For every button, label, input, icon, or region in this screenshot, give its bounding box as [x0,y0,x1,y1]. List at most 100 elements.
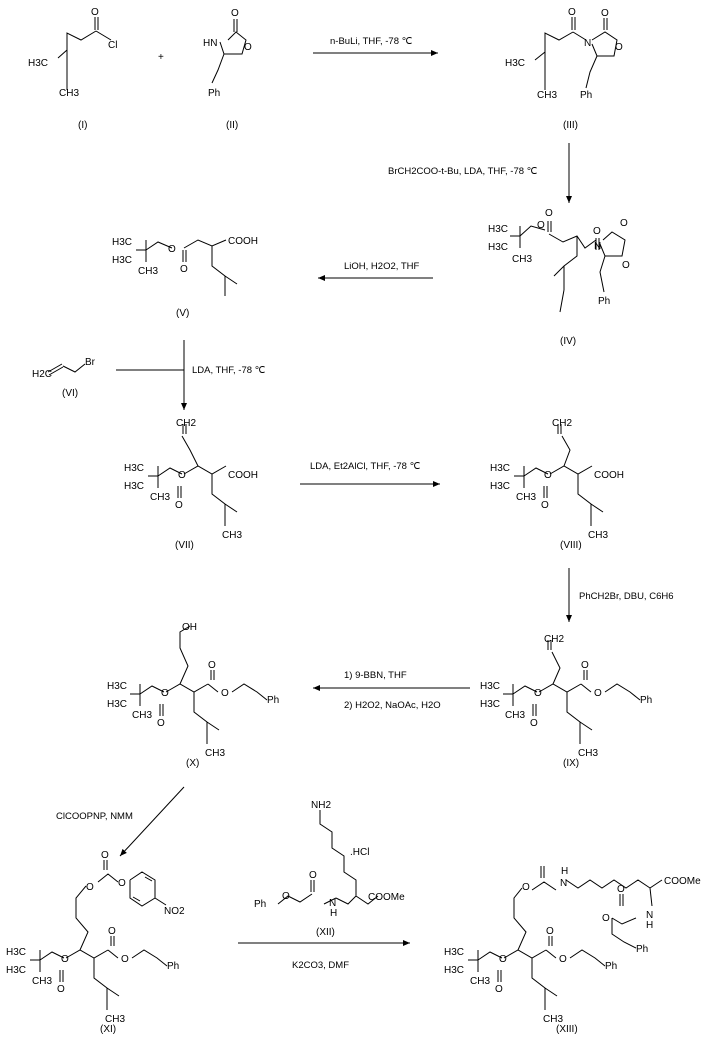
compound-VII: CH2 H3C H3C CH3 O O COOH CH3 (VII) [124,418,258,551]
atom-H3C: H3C [107,681,127,692]
atom-O: O [178,470,186,481]
atom-COOH: COOH [228,236,258,247]
atom-O: O [161,688,169,699]
compound-II: O HN O Ph (II) [203,8,252,131]
atom-O: O [180,264,188,275]
atom-O: O [615,42,623,53]
compound-I: O Cl H3C CH3 (I) [28,7,117,131]
atom-CH3: CH3 [516,492,536,503]
atom-H3C: H3C [480,681,500,692]
atom-O: O [244,42,252,53]
compound-label-III: (III) [563,120,578,131]
atom-H3C: H3C [490,463,510,474]
atom-H3C: H3C [124,481,144,492]
compound-XII: NH2 .HCl O Ph O N H COOMe (XII) [254,800,405,938]
atom-CH3: CH3 [150,492,170,503]
atom-O: O [282,891,290,902]
atom-Ph: Ph [580,90,592,101]
compound-label-VI: (VI) [62,388,78,399]
compound-label-IV: (IV) [560,336,576,347]
atom-O: O [175,500,183,511]
atom-O: O [559,954,567,965]
atom-O: O [108,926,116,937]
atom-CH3: CH3 [588,530,608,541]
atom-O: O [231,8,239,19]
atom-H3C: H3C [480,699,500,710]
compound-label-IX: (IX) [563,758,579,769]
atom-COOH: COOH [228,470,258,481]
compound-IV: H3C H3C CH3 O O O O N O Ph (IV) [488,208,630,347]
atom-H: H [646,920,653,931]
atom-CH3: CH3 [138,266,158,277]
atom-CH3: CH3 [222,530,242,541]
conditions-r7-step2: 2) H2O2, NaOAc, H2O [344,700,441,711]
compound-label-VII: (VII) [175,540,194,551]
atom-Ph: Ph [636,944,648,955]
atom-Br: Br [85,357,96,368]
compound-label-II: (II) [226,120,238,131]
atom-H: H [330,908,337,919]
atom-CH3: CH3 [32,976,52,987]
atom-H: H [561,866,568,877]
atom-CH3: CH3 [105,1014,125,1025]
compound-label-V: (V) [176,308,189,319]
atom-CH3: CH3 [543,1014,563,1025]
atom-Ph: Ph [267,695,279,706]
compound-label-XIII: (XIII) [556,1024,578,1035]
compound-XI: O O O NO2 H3C H3C CH3 O O O O Ph CH3 (XI… [6,850,185,1035]
compound-X: OH H3C H3C CH3 O O O O Ph CH3 (X) [107,622,279,769]
compound-III: O O N O H3C CH3 Ph (III) [505,7,623,131]
atom-O: O [541,500,549,511]
atom-H3C: H3C [444,965,464,976]
conditions-r3: LiOH, H2O2, THF [344,261,420,272]
atom-Ph: Ph [254,899,266,910]
atom-O: O [168,244,176,255]
atom-H3C: H3C [28,58,48,69]
atom-O: O [157,718,165,729]
atom-Ph: Ph [605,961,617,972]
compound-label-X: (X) [186,758,199,769]
conditions-r6: PhCH2Br, DBU, C6H6 [579,591,674,602]
atom-O: O [61,954,69,965]
atom-Ph: Ph [167,961,179,972]
atom-O: O [91,7,99,18]
compound-VIII: CH2 H3C H3C CH3 O O COOH CH3 (VIII) [490,418,624,551]
atom-HCl: .HCl [350,847,369,858]
atom-N: N [646,910,653,921]
atom-CH3: CH3 [205,748,225,759]
atom-O: O [121,954,129,965]
atom-OH: OH [182,622,197,633]
atom-O: O [544,470,552,481]
atom-Cl: Cl [108,40,117,51]
atom-CH3: CH3 [512,254,532,265]
compound-XIII: O N H COOMe O N H O Ph H3C H3C CH3 O O O… [444,866,701,1035]
atom-O: O [620,218,628,229]
atom-H3C: H3C [488,242,508,253]
atom-N: N [560,878,567,889]
atom-NH2: NH2 [311,800,331,811]
atom-COOH: COOH [594,470,624,481]
atom-CH2: CH2 [552,418,572,429]
atom-H3C: H3C [6,965,26,976]
atom-O: O [57,984,65,995]
atom-O: O [101,850,109,861]
atom-Ph: Ph [640,695,652,706]
atom-H3C: H3C [505,58,525,69]
conditions-r8: ClCOOPNP, NMM [56,811,133,822]
atom-O: O [530,718,538,729]
compound-IX: CH2 H3C H3C CH3 O O O O Ph CH3 (IX) [480,634,652,769]
atom-H3C: H3C [107,699,127,710]
compound-label-XI: (XI) [100,1024,116,1035]
conditions-r9: K2CO3, DMF [292,960,349,971]
atom-H3C: H3C [444,947,464,958]
arrow-r8 [119,786,185,857]
atom-O: O [534,688,542,699]
atom-HN: HN [203,38,217,49]
atom-O: O [495,984,503,995]
atom-O: O [118,878,126,889]
atom-H3C: H3C [490,481,510,492]
atom-Ph: Ph [208,88,220,99]
atom-O: O [221,688,229,699]
atom-CH3: CH3 [505,710,525,721]
